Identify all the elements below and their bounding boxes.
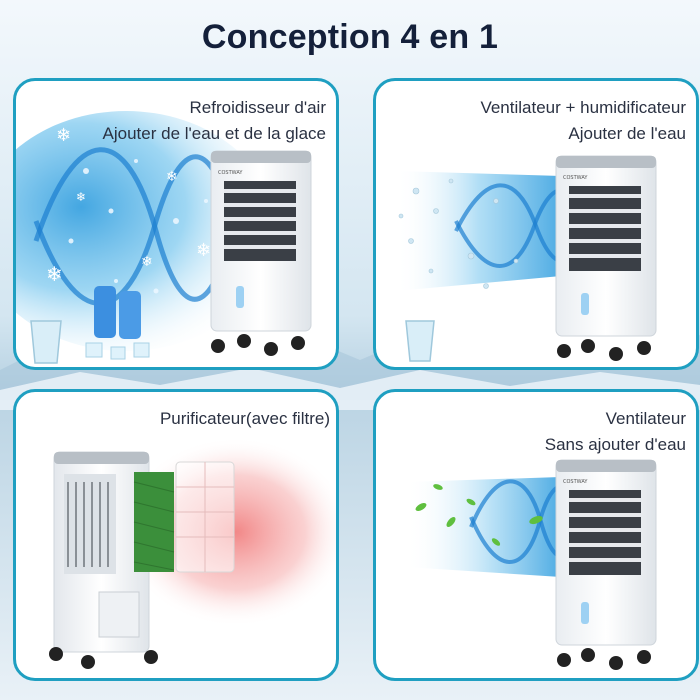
svg-text:❄: ❄ — [196, 240, 211, 261]
panel-fan-humidifier: COSTWAY Ventilateur + humidificateur Ajo… — [373, 78, 699, 370]
fan-humidifier-illustration: COSTWAY — [396, 155, 657, 362]
air-cooler-back-product — [49, 451, 158, 669]
svg-text:❄: ❄ — [141, 254, 153, 270]
panel-purifier: Purificateur(avec filtre) — [13, 389, 339, 681]
airflow-beam — [406, 477, 561, 577]
panel-line-1: Ventilateur — [605, 409, 686, 428]
panel-line-1: Ventilateur + humidificateur — [480, 98, 686, 117]
snowflake-icons: ❄ ❄ ❄ ❄ ❄ ❄ — [46, 125, 211, 286]
panel-line-1: Refroidisseur d'air — [189, 98, 326, 117]
brand-label: COSTWAY — [218, 170, 243, 176]
water-glass-icon — [30, 320, 62, 364]
svg-text:❄: ❄ — [76, 190, 86, 204]
ice-cube — [133, 342, 150, 358]
panel-line-2: Sans ajouter d'eau — [544, 435, 686, 454]
ice-cube — [85, 342, 103, 358]
ice-pack — [94, 286, 116, 338]
fan-illustration: COSTWAY — [406, 459, 657, 670]
brand-label: COSTWAY — [563, 175, 588, 181]
water-droplets — [398, 178, 519, 289]
air-cooler-product: COSTWAY — [555, 155, 657, 361]
svg-text:❄: ❄ — [56, 125, 71, 146]
panel-fan: COSTWAY Ventilateur Sans ajouter d'eau — [373, 389, 699, 681]
leaf-icons — [415, 484, 543, 546]
purifier-illustration — [49, 437, 336, 669]
svg-text:❄: ❄ — [46, 262, 63, 286]
air-cooler-product: COSTWAY — [555, 459, 657, 670]
panel-line-2: Ajouter de l'eau — [568, 124, 686, 143]
airflow-beam — [396, 171, 561, 291]
air-cooler-product: COSTWAY — [210, 150, 312, 356]
svg-text:❄: ❄ — [166, 169, 178, 185]
panel-air-cooler: ❄ ❄ ❄ ❄ ❄ ❄ COSTWAY — [13, 78, 339, 370]
water-glass-icon — [405, 320, 435, 362]
panel-line-2: Ajouter de l'eau et de la glace — [102, 124, 326, 143]
panel-line-1: Purificateur(avec filtre) — [159, 409, 330, 428]
green-filter — [134, 472, 174, 572]
ice-pack-2 — [119, 291, 141, 339]
water-droplets — [68, 159, 208, 294]
page-title: Conception 4 en 1 — [201, 18, 499, 56]
ice-cube — [110, 346, 126, 360]
air-cooler-illustration: ❄ ❄ ❄ ❄ ❄ ❄ COSTWAY — [16, 111, 312, 364]
brand-label: COSTWAY — [563, 479, 588, 485]
